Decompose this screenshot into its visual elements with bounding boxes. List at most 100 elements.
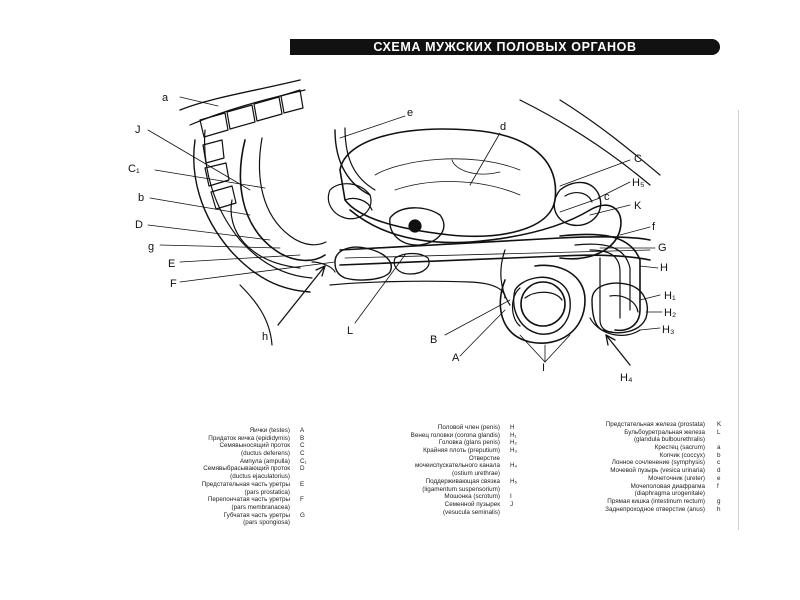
margin-divider (738, 110, 739, 530)
legend-entry-text: Половой член (penis) (438, 424, 500, 432)
label-b: b (138, 192, 144, 204)
legend-entry: (ductus deferens) (140, 450, 290, 458)
legend-entry-text: (pars membranacea) (232, 504, 290, 512)
legend-entry: Мочеполовая диафрагма (540, 483, 705, 491)
legend-entry-code (717, 436, 731, 444)
legend-entry-code: H₁ (510, 432, 524, 440)
legend-entry-code: c (717, 459, 731, 467)
legend-entry: Поддерживающая связка (340, 478, 500, 486)
legend-entry: Венец головки (corona glandis) (340, 432, 500, 440)
label-h: h (262, 331, 268, 343)
legend-entry-code: H (510, 424, 524, 432)
legend-entry: Мочеточник (ureter) (540, 475, 705, 483)
legend-entry-text: Предстательная часть уретры (202, 481, 290, 489)
legend-entry-text: Копчик (coccyx) (660, 452, 705, 460)
label-c: c (604, 191, 610, 203)
legend-entry-text: Заднепроходное отверстие (anus) (605, 506, 705, 514)
legend-entry: Семенной пузырек (340, 501, 500, 509)
legend-entry: Отверстие (340, 455, 500, 463)
legend-entry-text: Лонное сочленение (symphysis) (612, 459, 705, 467)
legend-entry-code: H₅ (510, 478, 524, 486)
legend-entry-code: e (717, 475, 731, 483)
legend-entry-text: Перепончатая часть уретры (208, 496, 290, 504)
legend-entry-text: (diaphragma urogenitale) (635, 490, 705, 498)
legend-entry-text: Мочеточник (ureter) (648, 475, 705, 483)
legend-entry: мочеиспускательного канала (340, 462, 500, 470)
label-A: A (452, 352, 460, 364)
legend-entry-code: H₃ (510, 447, 524, 455)
legend-entry-code (300, 504, 314, 512)
legend-entry-text: Предстательная железа (prostata) (606, 421, 705, 429)
label-J: J (135, 124, 141, 136)
legend-entry: (pars membranacea) (140, 504, 290, 512)
legend-entry-code: J (510, 501, 524, 509)
legend-entry-code: b (717, 452, 731, 460)
legend-entry-text: (pars spongiosa) (243, 519, 290, 527)
label-g: g (148, 241, 154, 253)
legend-entry-code (300, 519, 314, 527)
legend-entry-code: C (300, 450, 314, 458)
legend-entry: Головка (glans penis) (340, 439, 500, 447)
legend-entry-code: E (300, 481, 314, 489)
legend-entry-text: (pars prostatica) (245, 489, 291, 497)
legend-entry-code (300, 489, 314, 497)
legend-entry: Крестец (sacrum) (540, 444, 705, 452)
label-H3: H₃ (662, 324, 674, 336)
label-C: C (634, 153, 642, 165)
legend-entry-text: (ductus deferens) (241, 450, 290, 458)
label-G: G (658, 242, 667, 254)
legend-entry: Мошонка (scrotum) (340, 493, 500, 501)
legend-entry-text: Отверстие (469, 455, 500, 463)
legend-entry-code: D (300, 465, 314, 473)
legend-entry-text: (ductus ejaculatorius) (230, 473, 290, 481)
legend-entry-text: Прямая кишка (intestinum rectum) (607, 498, 705, 506)
legend-entry: Семявыносящий проток (140, 442, 290, 450)
legend-column-1: Яички (testes)Придаток яичка (epididymis… (140, 427, 290, 527)
label-H5: H₅ (632, 177, 644, 189)
legend-entry-code: a (717, 444, 731, 452)
legend-column-2-codes: HH₁H₂H₃H₄H₅IJ (510, 424, 524, 516)
legend-entry-text: Яички (testes) (250, 427, 290, 435)
legend-entry: Лонное сочленение (symphysis) (540, 459, 705, 467)
legend-entry-code (300, 473, 314, 481)
legend-entry: Мочевой пузырь (vesica urinaria) (540, 467, 705, 475)
legend-entry: Семявыбрасывающий проток (140, 465, 290, 473)
legend-entry-code: F (300, 496, 314, 504)
legend-entry: (pars spongiosa) (140, 519, 290, 527)
label-f: f (652, 221, 656, 233)
legend-entry-text: мочеиспускательного канала (415, 462, 500, 470)
legend-entry-text: (vesucula seminalis) (443, 509, 500, 517)
label-I: I (542, 362, 545, 374)
legend-entry-text: Семявыносящий проток (219, 442, 290, 450)
label-F: F (170, 278, 177, 290)
label-C1: C₁ (128, 163, 140, 175)
label-B: B (430, 334, 437, 346)
legend-entry: Губчатая часть уретры (140, 512, 290, 520)
legend-entry: Прямая кишка (intestinum rectum) (540, 498, 705, 506)
label-e: e (407, 107, 413, 119)
legend-column-3: Предстательная железа (prostata)Бульбоур… (540, 421, 705, 513)
label-H4: H₄ (620, 372, 633, 384)
label-d: d (500, 121, 506, 133)
legend-entry: (ostium urethrae) (340, 470, 500, 478)
legend-entry-code (717, 490, 731, 498)
legend-entry-code: H₂ (510, 439, 524, 447)
legend-entry-text: Венец головки (corona glandis) (411, 432, 500, 440)
legend-entry-text: (ligamentum suspensorium) (422, 486, 500, 494)
legend-entry-code: H₄ (510, 462, 524, 470)
legend-entry: Перепончатая часть уретры (140, 496, 290, 504)
legend-entry-text: Мочеполовая диафрагма (631, 483, 705, 491)
legend-entry-text: Семявыбрасывающий проток (203, 465, 290, 473)
legend-entry-text: Губчатая часть уретры (224, 512, 290, 520)
legend-entry-text: Крайняя плоть (preputium) (423, 447, 500, 455)
legend-entry: Предстательная часть уретры (140, 481, 290, 489)
legend-entry: Предстательная железа (prostata) (540, 421, 705, 429)
legend-entry-code: C (300, 442, 314, 450)
legend-entry-code: d (717, 467, 731, 475)
legend-entry-text: Бульбоуретральная железа (624, 429, 705, 437)
label-H1: H₁ (664, 290, 676, 302)
legend-entry-code: g (717, 498, 731, 506)
legend-entry-code: f (717, 483, 731, 491)
legend-entry: (pars prostatica) (140, 489, 290, 497)
